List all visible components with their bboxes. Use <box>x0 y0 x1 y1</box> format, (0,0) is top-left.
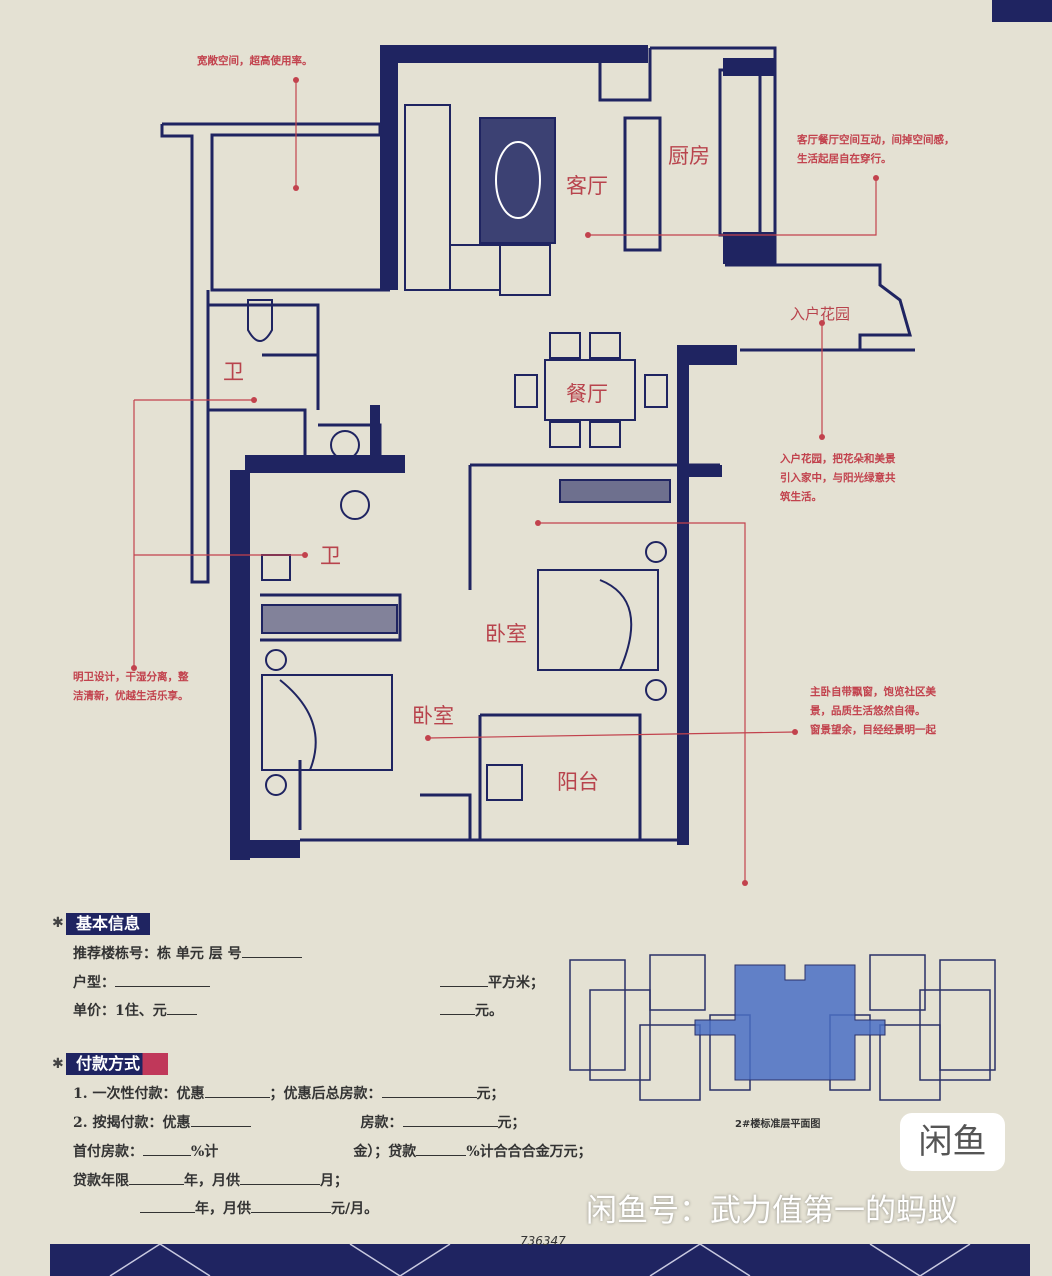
pay1-unit: 元； <box>476 1086 505 1102</box>
room-bedroom-1: 卧室 <box>485 622 527 646</box>
down-label: 首付房款： <box>73 1144 143 1160</box>
pay2-unit: 元； <box>497 1115 526 1131</box>
payment-header: 付款方式 <box>66 1053 169 1075</box>
form-down: 首付房款： %计 金）；贷款 %计合合合金万元； <box>73 1141 592 1161</box>
note-living: 客厅餐厅空间互动，间掉空间感， 生活起居自在穿行。 <box>797 134 955 165</box>
room-bedroom-2: 卧室 <box>412 704 454 728</box>
pay2-total-label: 房款： <box>360 1115 403 1131</box>
down-percent: %计 <box>191 1144 219 1160</box>
building-caption: 2#楼标准层平面图 <box>735 1119 821 1130</box>
form-loan-years-2: 年，月供 元/月。 <box>140 1198 378 1218</box>
room-bath-2: 卫 <box>320 544 341 568</box>
room-bath-1: 卫 <box>223 360 244 384</box>
watermark-text: 闲鱼号：武力值第一的蚂蚁 <box>586 1193 958 1229</box>
building-plan <box>569 954 996 1101</box>
price-unit: 元。 <box>475 1003 503 1019</box>
note-bath: 明卫设计，干湿分离，整 洁清新，优越生活乐享。 <box>73 671 189 702</box>
star-bullet: ✱ <box>52 1056 64 1072</box>
area-unit: 平方米； <box>488 975 544 991</box>
room-dining: 餐厅 <box>566 382 608 406</box>
form-line-type: 户型： <box>73 972 210 992</box>
corner-decoration <box>992 0 1052 22</box>
note-garden: 入户花园，把花朵和美景 引入家中，与阳光绿意共 筑生活。 <box>780 453 896 503</box>
room-garden: 入户花园 <box>790 305 851 323</box>
room-kitchen: 厨房 <box>668 144 710 168</box>
price-label: 单价：1住、元 <box>73 1003 167 1019</box>
note-top-left: 宽敞空间，超高使用率。 <box>197 55 313 67</box>
loan-label: 金）；贷款 <box>353 1144 417 1160</box>
monthly-unit: 月； <box>320 1173 348 1189</box>
building-label: 推荐楼栋号：栋 单元 层 号 <box>73 946 242 962</box>
form-loan-years: 贷款年限 年，月供 月； <box>73 1170 348 1190</box>
pay1-label: 1. 一次性付款：优惠 <box>73 1086 205 1102</box>
floor-plan <box>131 45 915 886</box>
room-balcony: 阳台 <box>557 770 599 794</box>
type-label: 户型： <box>73 975 115 991</box>
form-line-price: 单价：1住、元 <box>73 1000 197 1020</box>
room-living: 客厅 <box>566 174 608 198</box>
form-line-area: 平方米； <box>440 972 544 992</box>
pay2-label: 2. 按揭付款：优惠 <box>73 1115 191 1131</box>
monthly-label: 年，月供 <box>184 1173 240 1189</box>
form-line-building: 推荐楼栋号：栋 单元 层 号 <box>73 943 302 963</box>
basic-info-header: 基本信息 <box>66 913 151 935</box>
form-line-total: 元。 <box>440 1000 503 1020</box>
form-pay-2: 2. 按揭付款：优惠 房款： 元； <box>73 1112 526 1132</box>
xianyu-logo: 闲鱼 <box>900 1113 1005 1171</box>
pay1-total-label: ；优惠后总房款： <box>269 1086 382 1102</box>
note-master: 主卧自带飘窗，饱览社区美 景，品质生活悠然自得。 窗景望余，目经经景明一起 <box>810 686 936 736</box>
form-pay-1: 1. 一次性付款：优惠 ；优惠后总房款： 元； <box>73 1083 505 1103</box>
star-bullet: ✱ <box>52 915 64 931</box>
bottom-band <box>50 1244 1030 1276</box>
handwritten-note: 736347 <box>520 1234 566 1248</box>
loan-percent: %计合合合金万元； <box>466 1144 592 1160</box>
monthly-unit-2: 元/月。 <box>331 1201 379 1217</box>
monthly-label-2: 年，月供 <box>195 1201 251 1217</box>
loan-years-label: 贷款年限 <box>73 1173 129 1189</box>
